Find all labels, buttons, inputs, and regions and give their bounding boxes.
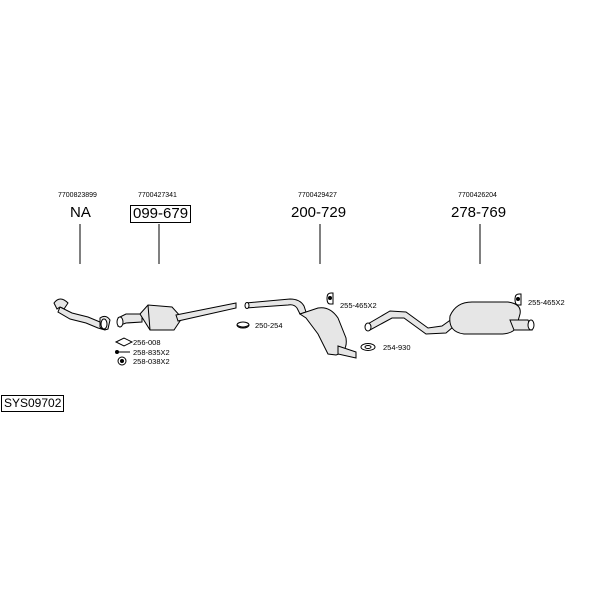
rear-silencer <box>364 301 535 335</box>
accessory-label-hanger-1: 255-465X2 <box>340 301 377 310</box>
part-ref-3: 7700429427 <box>298 192 337 199</box>
accessory-label-bolt: 258-835X2 <box>133 348 170 357</box>
gasket-icon <box>114 337 134 347</box>
system-code: SYS09702 <box>1 395 65 412</box>
rubber-hanger-icon <box>514 293 522 306</box>
nut-icon <box>117 356 127 366</box>
accessory-label-nut: 258-038X2 <box>133 357 170 366</box>
part-number-1: NA <box>70 204 91 221</box>
accessory-label-clamp: 250-254 <box>255 321 283 330</box>
catalytic-converter <box>116 302 237 331</box>
part-number-4: 278-769 <box>451 204 507 221</box>
bolt-icon <box>115 350 130 354</box>
rubber-hanger-icon <box>326 292 334 305</box>
front-pipe <box>53 298 111 331</box>
part-number-3: 200-729 <box>291 204 347 221</box>
accessory-label-gasket-ring: 254-930 <box>383 343 411 352</box>
clamp-icon <box>236 321 250 329</box>
part-ref-2: 7700427341 <box>138 192 177 199</box>
accessory-label-gasket: 256-008 <box>133 338 161 347</box>
intermediate-silencer <box>244 298 357 359</box>
part-ref-1: 7700823899 <box>58 192 97 199</box>
part-ref-4: 7700426204 <box>458 192 497 199</box>
gasket-ring-icon <box>360 343 376 351</box>
part-number-2: 099-679 <box>130 205 192 223</box>
accessory-label-hanger-2: 255-465X2 <box>528 298 565 307</box>
